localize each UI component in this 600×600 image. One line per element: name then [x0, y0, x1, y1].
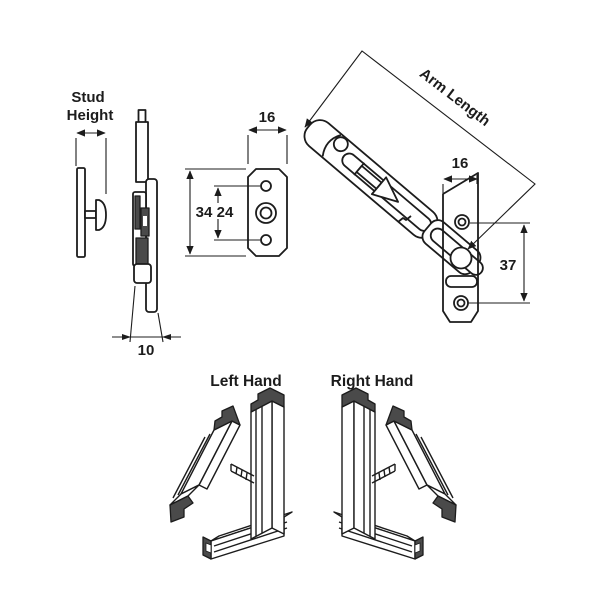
sash-foot-face-shaded: [169, 495, 194, 523]
bracket-hole-spacing-value: 37: [500, 257, 517, 274]
sash-groove-line: [172, 436, 206, 499]
right-hand-figure: [333, 387, 457, 560]
side-profile-view: 10: [112, 109, 181, 359]
bracket-bottom-rivet-inner: [456, 298, 466, 308]
top-tab: [137, 109, 147, 124]
plate-width-value: 16: [259, 109, 276, 126]
base-width-dimension: 10: [112, 285, 181, 359]
bracket-width-dimension: 16: [442, 155, 478, 193]
arm-length-label: Arm Length: [416, 65, 493, 130]
sash-groove-line: [177, 433, 211, 496]
arm-assembly-view: Arm Length 16 37: [303, 50, 536, 323]
base-width-value: 10: [138, 342, 155, 359]
stud-shaft: [84, 210, 97, 219]
top-screw-hole: [260, 180, 272, 192]
bracket-width-value: 16: [452, 155, 469, 172]
post-side-face: [271, 400, 285, 535]
post-top-face-shaded: [250, 387, 285, 413]
left-hand-label: Left Hand: [210, 373, 281, 390]
hole-spacing-dimension: 24: [213, 185, 260, 241]
stud-height-dimension: [75, 129, 107, 194]
stud-height-label-line1: Stud: [71, 89, 104, 106]
bracket-bottom-rivet-outer: [453, 295, 469, 311]
upper-channel-bar: [135, 121, 149, 183]
plate-height-dimension: 34: [185, 168, 246, 257]
center-pivot-hole-outer: [255, 202, 277, 224]
left-hand-figure: [169, 387, 293, 560]
stay-connector: [230, 463, 255, 484]
stud-height-label-line2: Height: [67, 107, 114, 124]
end-bracket-outline: [442, 172, 479, 323]
stud-plate-edge: [76, 167, 86, 258]
sash-top-face-shaded: [213, 405, 241, 431]
stud-height-view: Stud Height: [67, 89, 114, 258]
base-plate-front-view: 16 34 24: [185, 109, 288, 257]
bottom-screw-hole: [260, 234, 272, 246]
bracket-hole-spacing-dimension: 37: [468, 222, 530, 304]
rail-groove-line: [213, 527, 288, 553]
bracket-top-rivet-outer: [454, 214, 470, 230]
block-slot: [143, 216, 147, 226]
stud-head: [95, 199, 107, 231]
right-hand-label: Right Hand: [331, 373, 414, 390]
bottom-shoe: [133, 263, 152, 284]
mounting-plate-outline: [247, 168, 288, 257]
lower-block-shaded: [135, 237, 149, 265]
plate-height-value: 34: [196, 204, 213, 221]
center-pivot-hole-inner: [259, 206, 273, 220]
plate-width-dimension: 16: [247, 109, 288, 164]
bracket-slot: [445, 275, 478, 288]
pivot-rivet: [449, 246, 473, 270]
rail-end-notch: [205, 542, 212, 554]
stud-block-shaded: [134, 195, 141, 230]
hole-spacing-value: 24: [217, 204, 234, 221]
